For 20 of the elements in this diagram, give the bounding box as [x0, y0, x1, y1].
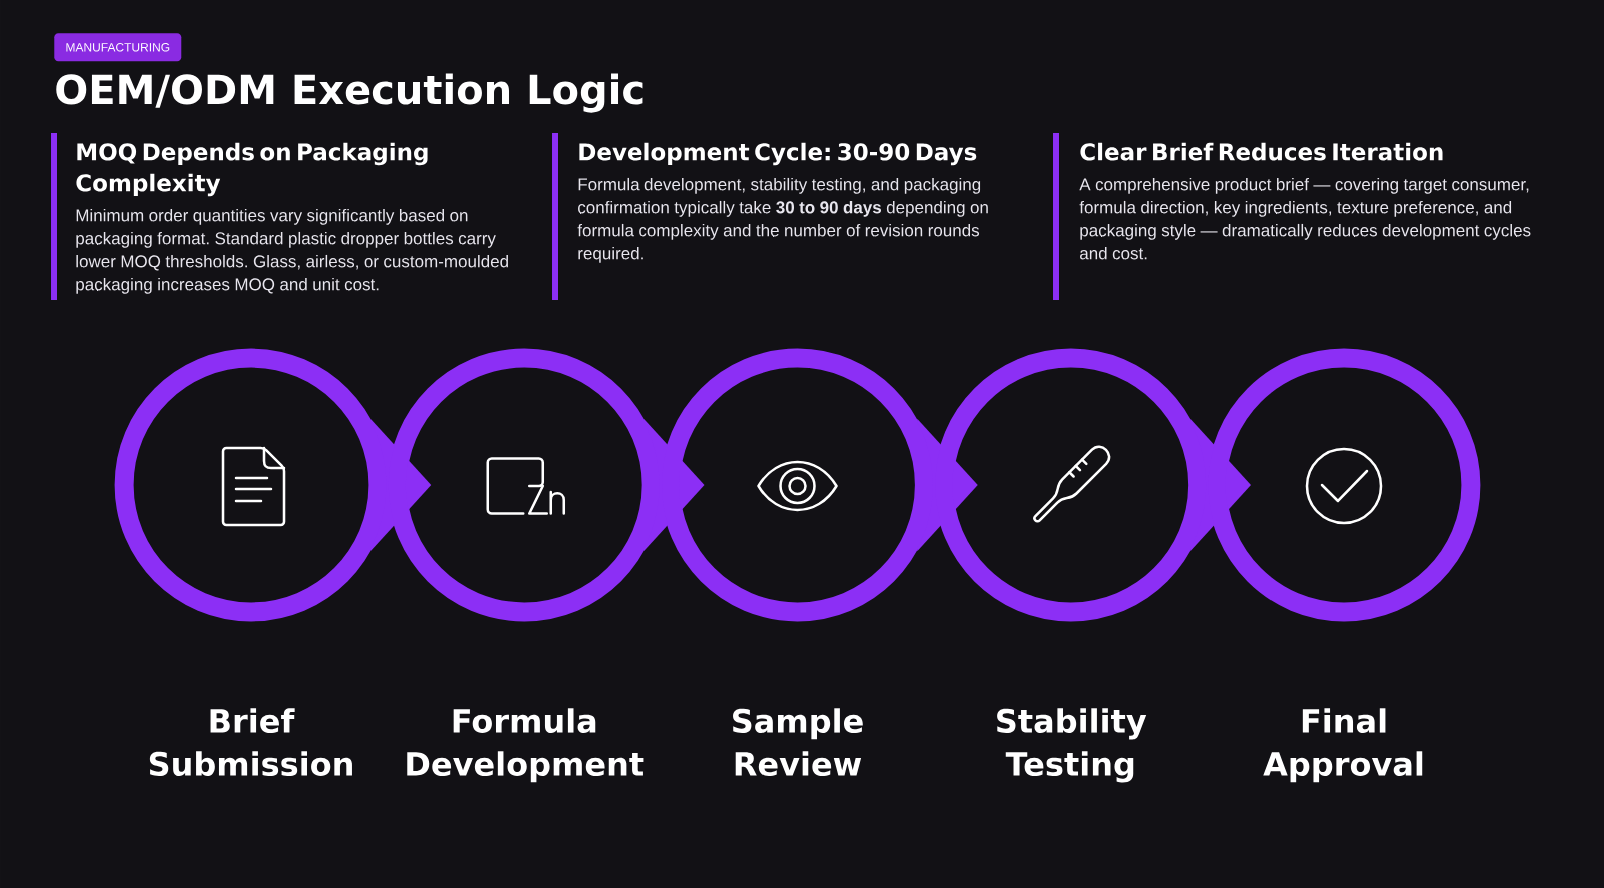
step-label: Formula Development	[407, 708, 644, 783]
text-card	[552, 133, 988, 300]
card-heading: Development Cycle: 30-90 Days	[579, 142, 977, 166]
card-heading: Clear Brief Reduces Iteration	[1080, 142, 1443, 161]
step-label: Stability Testing	[997, 708, 1147, 783]
arrow	[917, 418, 978, 552]
step-label: Sample Review	[733, 708, 863, 777]
card-text: Minimum order quantities vary significantly based on packaging format. Standard plastic dropper bottles carry lower MOQ thresholds. Glass, airless, or custom-moulded packaging increases MOQ and unit cost.	[76, 208, 508, 294]
text-card	[51, 133, 508, 300]
step-label: Brief Submission	[149, 708, 352, 777]
arrow	[1190, 418, 1251, 552]
step-label: Final Approval	[1263, 708, 1423, 783]
card-text: Formula development, stability testing, and packaging confirmation typically take 30 to 90 days depending on formula complexity and the number of revision rounds required.	[577, 177, 988, 263]
category-badge: MANUFACTURING	[54, 33, 182, 62]
arrow	[644, 418, 705, 552]
arrow	[370, 418, 432, 552]
text-card	[1053, 133, 1531, 300]
title: OEM/ODM Execution Logic	[56, 73, 643, 113]
card-text: A comprehensive product brief — covering target consumer, formula direction, key ingredients, texture preference, and packaging style — dramatically reduces development cycles and cost.	[1079, 177, 1531, 260]
card-heading: MOQ Depends on Packaging Complexity	[76, 142, 428, 197]
